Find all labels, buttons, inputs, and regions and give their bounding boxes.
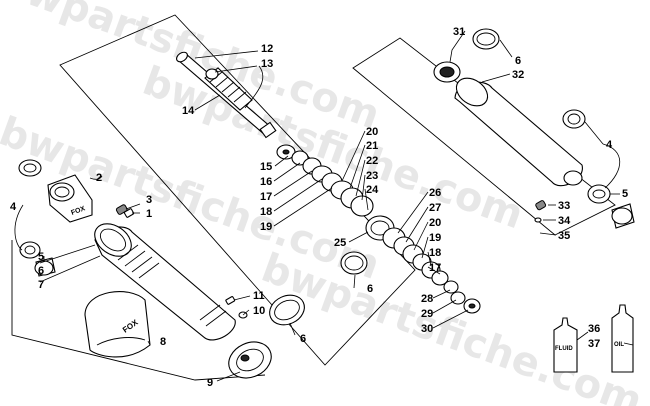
callout-3: 3: [146, 194, 152, 206]
oil-bottle: [611, 304, 634, 373]
callout-20-lower: 20: [429, 217, 441, 229]
callout-18-left: 18: [260, 206, 272, 218]
callout-25: 25: [334, 237, 346, 249]
right-panel-outline: [352, 37, 616, 236]
callout-13: 13: [261, 58, 273, 70]
callout-14: 14: [182, 105, 195, 117]
callout-31: 31: [453, 26, 465, 38]
callout-6-top: 6: [515, 55, 521, 67]
callout-18-right: 18: [429, 247, 441, 259]
seal-ring-top: [472, 28, 500, 50]
bushing-top-left: [18, 159, 42, 177]
left-subpanel-outline: [11, 240, 266, 381]
seal-small: [225, 296, 236, 305]
callout-9: 9: [207, 377, 213, 389]
callout-34: 34: [558, 215, 571, 227]
callout-4-right: 4: [606, 139, 613, 151]
callout-30: 30: [421, 323, 433, 335]
callout-35: 35: [558, 230, 570, 242]
oil-bottle-label: OIL: [614, 342, 624, 348]
callout-19-left: 19: [260, 221, 272, 233]
callout-numbers: 1 2 3 4 5 6 7 8 9 10 11 6 12 13 14 15 16…: [10, 26, 628, 389]
callout-19-right: 19: [429, 232, 441, 244]
callout-21: 21: [366, 140, 378, 152]
callout-26: 26: [429, 187, 441, 199]
callout-12: 12: [261, 43, 273, 55]
eyelet-right: [563, 170, 583, 186]
sleeve-cover: [84, 291, 151, 358]
washer-29: [450, 291, 466, 305]
callout-2: 2: [96, 172, 102, 184]
callout-8: 8: [160, 336, 166, 348]
fluid-bottle-label: FLUID: [555, 346, 573, 352]
callout-5-left: 5: [38, 251, 44, 263]
callout-27: 27: [429, 202, 441, 214]
callout-15: 15: [260, 161, 272, 173]
callout-7: 7: [38, 279, 44, 291]
fluid-bottle: [553, 317, 578, 373]
bottles: FLUID OIL: [553, 304, 634, 373]
o-ring-34: [534, 217, 542, 223]
seal-ring-lower: [269, 294, 305, 326]
callout-23: 23: [366, 170, 378, 182]
callout-36: 36: [588, 323, 600, 335]
callout-22: 22: [366, 155, 378, 167]
callout-1: 1: [146, 208, 152, 220]
leader-lines: [14, 30, 634, 382]
callout-24: 24: [366, 184, 379, 196]
callout-16: 16: [260, 176, 272, 188]
callout-11: 11: [253, 290, 265, 302]
callout-28: 28: [421, 293, 433, 305]
callout-29: 29: [421, 308, 433, 320]
shaft-assembly: [176, 51, 277, 139]
callout-17-left: 17: [260, 191, 272, 203]
bushing-left: [19, 241, 41, 259]
callout-6-lower: 6: [300, 333, 306, 345]
callout-6-left: 6: [38, 265, 44, 277]
callout-37: 37: [588, 338, 600, 350]
fox-logo-eyelet: FOX: [70, 205, 86, 217]
valve-33: [535, 200, 547, 211]
callout-10: 10: [253, 305, 265, 317]
callout-32: 32: [512, 69, 524, 81]
left-panel-outline: [59, 14, 416, 366]
callout-5-right: 5: [622, 188, 628, 200]
schrader-valve: [123, 208, 135, 218]
callout-33: 33: [558, 200, 570, 212]
callout-4-left: 4: [10, 201, 17, 213]
eyelet-body-assembly: FOX FOX: [18, 159, 305, 379]
bushing-lower-right: [587, 184, 611, 204]
seal-ring-middle: [340, 251, 368, 275]
callout-20-upper: 20: [366, 126, 378, 138]
bushing-right: [562, 109, 586, 129]
callout-6-middle: 6: [367, 283, 373, 295]
callout-17-right: 17: [429, 262, 441, 274]
